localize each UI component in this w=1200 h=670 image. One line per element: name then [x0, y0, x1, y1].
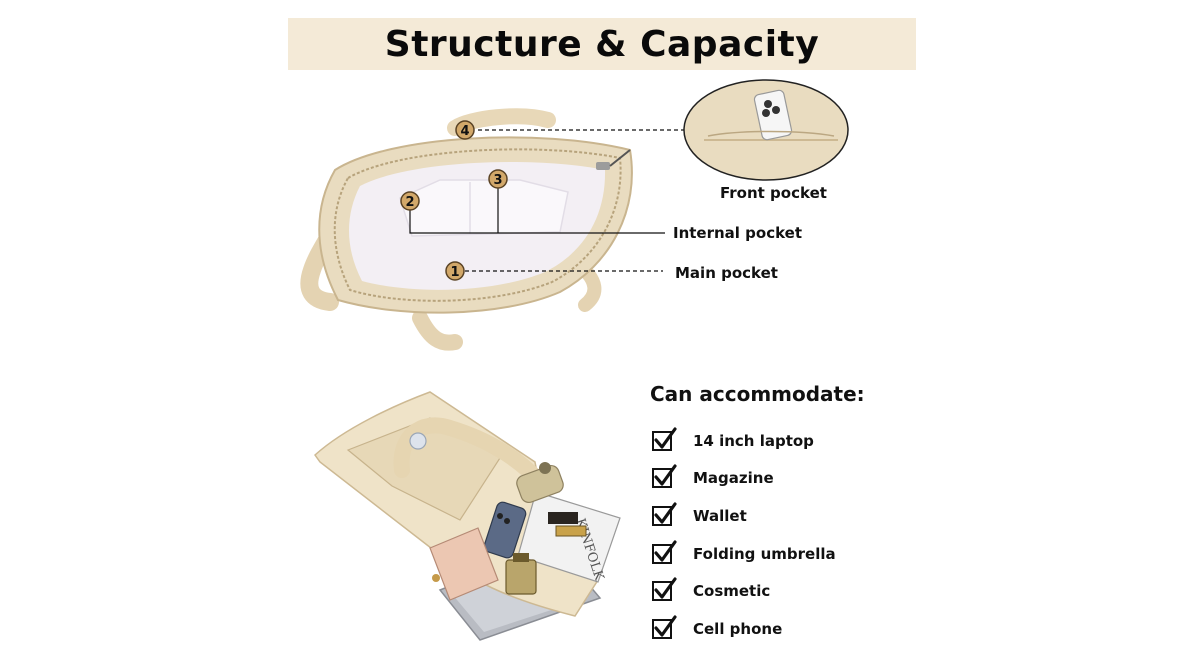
- marker-2: 2: [400, 191, 420, 211]
- marker-4-label: 4: [460, 124, 469, 139]
- internal-pocket-label: Internal pocket: [673, 224, 803, 242]
- list-item: Magazine: [652, 460, 836, 498]
- accommodate-list: 14 inch laptop Magazine Wallet Folding u…: [652, 422, 836, 648]
- marker-2-label: 2: [405, 195, 414, 210]
- front-pocket-detail: [683, 79, 849, 181]
- list-item: Cell phone: [652, 610, 836, 648]
- main-pocket-label: Main pocket: [675, 264, 778, 282]
- list-item-label: Cosmetic: [693, 582, 771, 601]
- marker-3-label: 3: [493, 173, 502, 188]
- accommodate-heading: Can accommodate:: [650, 382, 865, 406]
- list-item-label: Magazine: [693, 469, 774, 488]
- cell-phone: [483, 501, 527, 559]
- list-item: Wallet: [652, 497, 836, 535]
- title-banner: Structure & Capacity: [288, 18, 916, 70]
- page-title: Structure & Capacity: [384, 23, 820, 65]
- list-item: Folding umbrella: [652, 535, 836, 573]
- marker-1-label: 1: [450, 265, 459, 280]
- checkmark-icon: [652, 539, 677, 564]
- checkmark-icon: [652, 502, 677, 526]
- wallet: [429, 527, 499, 601]
- front-pocket-label: Front pocket: [720, 184, 827, 202]
- folding-umbrella: [516, 462, 564, 504]
- checkmark-icon: [652, 427, 677, 451]
- list-item-label: 14 inch laptop: [693, 431, 814, 450]
- list-item-label: Cell phone: [693, 619, 783, 638]
- cosmetic: [505, 512, 587, 595]
- list-item-label: Wallet: [693, 506, 747, 525]
- marker-4: 4: [455, 120, 475, 140]
- checkmark-icon: [652, 615, 677, 639]
- marker-3: 3: [488, 169, 508, 189]
- list-item: Cosmetic: [652, 572, 836, 610]
- zipper-pull: [596, 149, 631, 170]
- checkmark-icon: [652, 577, 677, 602]
- list-item: 14 inch laptop: [652, 422, 836, 460]
- list-item-label: Folding umbrella: [693, 544, 836, 563]
- marker-1: 1: [445, 261, 465, 281]
- checkmark-icon: [652, 464, 677, 489]
